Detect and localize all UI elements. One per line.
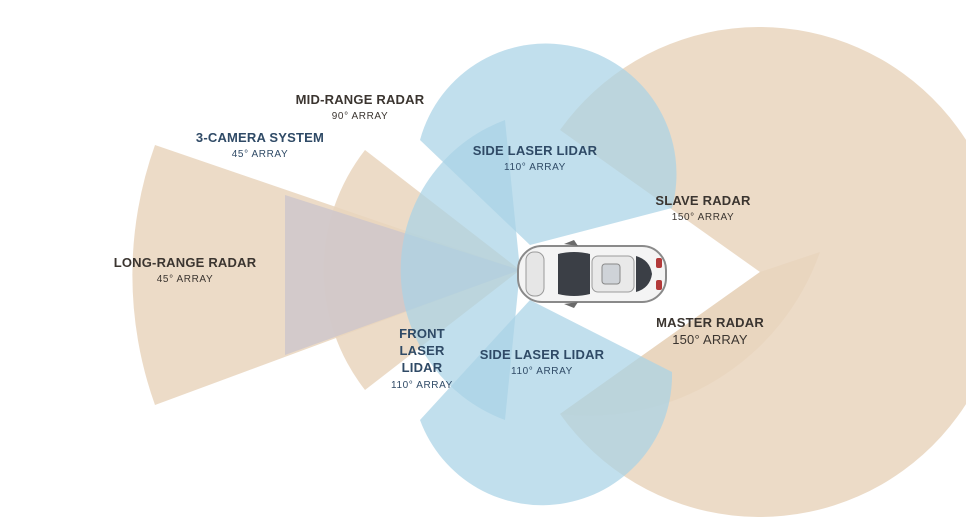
mid-range-radar-array: 90° ARRAY: [331, 111, 389, 122]
side-lidar-bottom-label: SIDE LASER LIDAR 110° ARRAY: [462, 347, 622, 377]
long-range-radar-name: LONG-RANGE RADAR: [113, 255, 257, 270]
slave-radar-name: SLAVE RADAR: [655, 193, 751, 208]
car-top-view-icon: [517, 240, 667, 308]
side-lidar-bottom-array: 110° ARRAY: [511, 366, 573, 377]
master-radar-array: 150° ARRAY: [672, 332, 748, 347]
side-lidar-top-name: SIDE LASER LIDAR: [472, 143, 598, 158]
master-radar-label: MASTER RADAR 150° ARRAY: [635, 315, 785, 347]
lidar-zones: [400, 43, 677, 506]
side-lidar-bottom-zone: [420, 300, 673, 506]
long-range-radar-array: 45° ARRAY: [156, 274, 214, 285]
front-lidar-name-line-2: LASER: [399, 343, 445, 358]
front-lidar-name-line-1: FRONT: [399, 326, 445, 341]
master-radar-name: MASTER RADAR: [656, 315, 764, 330]
front-lidar-array: 110° ARRAY: [391, 380, 453, 391]
side-lidar-top-array: 110° ARRAY: [504, 162, 566, 173]
slave-radar-array: 150° ARRAY: [671, 212, 735, 223]
side-lidar-top-zone: [420, 43, 677, 246]
front-lidar-label: FRONT LASER LIDAR 110° ARRAY: [372, 325, 472, 391]
side-lidar-top-label: SIDE LASER LIDAR 110° ARRAY: [455, 143, 615, 173]
camera-system-label: 3-CAMERA SYSTEM 45° ARRAY: [180, 130, 340, 160]
camera-system-array: 45° ARRAY: [231, 149, 289, 160]
mid-range-radar-name: MID-RANGE RADAR: [295, 92, 425, 107]
mid-range-radar-label: MID-RANGE RADAR 90° ARRAY: [275, 92, 445, 122]
slave-radar-label: SLAVE RADAR 150° ARRAY: [628, 193, 778, 223]
long-range-radar-label: LONG-RANGE RADAR 45° ARRAY: [105, 255, 265, 285]
side-lidar-bottom-name: SIDE LASER LIDAR: [479, 347, 605, 362]
front-lidar-name-line-3: LIDAR: [401, 360, 443, 375]
camera-system-name: 3-CAMERA SYSTEM: [195, 130, 325, 145]
